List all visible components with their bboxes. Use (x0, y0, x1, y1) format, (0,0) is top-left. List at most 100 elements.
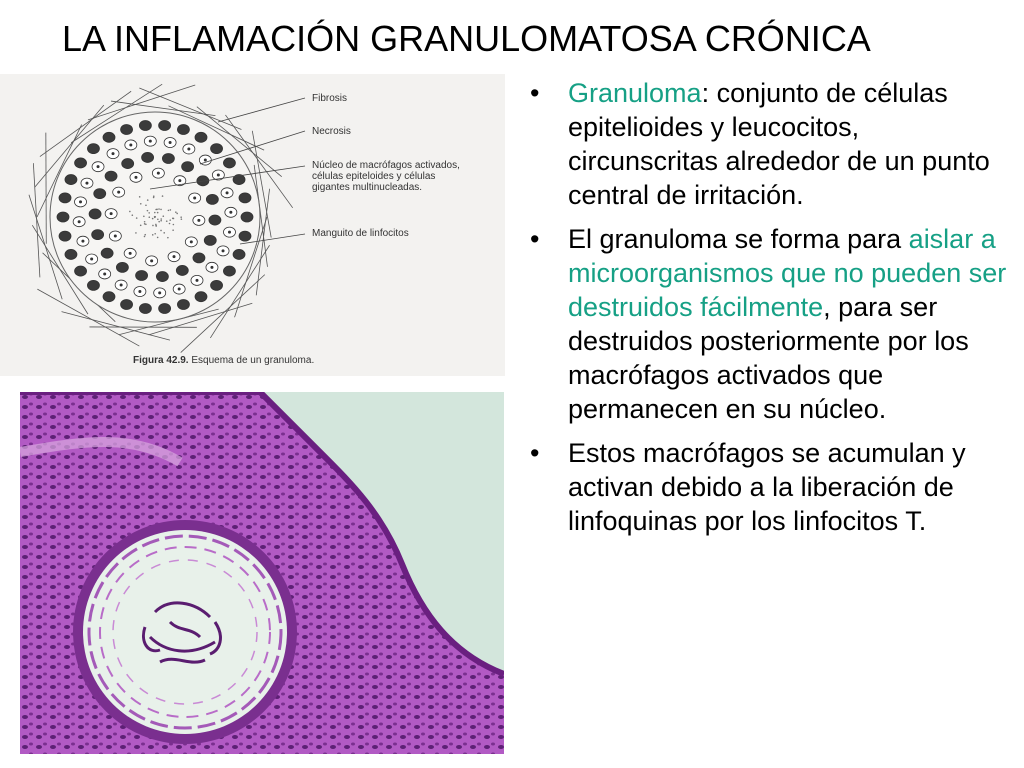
cell-nucleus (129, 143, 132, 146)
necrosis-dot (162, 195, 164, 197)
necrosis-dot (144, 234, 146, 236)
cell-nucleus (120, 284, 123, 287)
cell-shape (103, 132, 115, 142)
caption-figure-number: Figura 42.9. (133, 355, 189, 366)
cell-nucleus (210, 266, 213, 269)
cell-shape (193, 253, 205, 263)
cell-nucleus (197, 219, 200, 222)
cell-nucleus (204, 159, 207, 162)
cell-shape (87, 280, 99, 290)
cell-shape (121, 125, 133, 135)
necrosis-dot (160, 220, 162, 222)
cell-nucleus (78, 220, 81, 223)
cell-shape (162, 154, 174, 164)
cell-nucleus (117, 191, 120, 194)
bullet-marker: • (530, 222, 568, 426)
cell-shape (233, 249, 245, 259)
cell-shape (116, 262, 128, 272)
cell-nucleus (217, 174, 220, 177)
necrosis-dot (139, 196, 141, 198)
cell-nucleus (85, 182, 88, 185)
cell-shape (59, 193, 71, 203)
cell-nucleus (81, 240, 84, 243)
necrosis-dot (180, 216, 182, 218)
necrosis-dot (135, 232, 137, 234)
cell-nucleus (226, 191, 229, 194)
necrosis-dot (162, 215, 164, 217)
cell-nucleus (110, 212, 113, 215)
necrosis-dot (147, 210, 149, 212)
necrosis-dot (140, 225, 142, 227)
cell-shape (195, 292, 207, 302)
cell-shape (142, 152, 154, 162)
cell-nucleus (157, 172, 160, 175)
cell-shape (57, 212, 69, 222)
necrosis-dot (157, 219, 159, 221)
label-fibrosis: Fibrosis (312, 93, 347, 104)
label-necrosis: Necrosis (312, 126, 351, 137)
necrosis-dot (140, 203, 142, 205)
necrosis-dot (154, 212, 156, 214)
cell-nucleus (149, 140, 152, 143)
necrosis-dot (144, 236, 146, 238)
necrosis-dot (176, 213, 178, 215)
cell-shape (92, 230, 104, 240)
cell-nucleus (187, 147, 190, 150)
cell-shape (211, 280, 223, 290)
label-nucleo-line3: gigantes multinucleadas. (312, 182, 460, 193)
cell-shape (136, 270, 148, 280)
cell-shape (176, 265, 188, 275)
necrosis-dot (173, 218, 175, 220)
necrosis-dot (160, 209, 162, 211)
cell-nucleus (134, 176, 137, 179)
necrosis-dot (148, 212, 150, 214)
necrosis-dot (136, 217, 138, 219)
necrosis-dot (173, 224, 175, 226)
necrosis-dot (148, 216, 150, 218)
necrosis-dot (168, 210, 170, 212)
cell-shape (65, 249, 77, 259)
cell-shape (239, 193, 251, 203)
necrosis-dot (166, 220, 168, 222)
cell-nucleus (90, 257, 93, 260)
granuloma-diagram: Fibrosis Necrosis Núcleo de macrófagos a… (0, 74, 505, 376)
cell-shape (159, 121, 171, 131)
cell-nucleus (129, 252, 132, 255)
cell-nucleus (158, 291, 161, 294)
necrosis-dot (170, 209, 172, 211)
necrosis-dot (132, 214, 134, 216)
cell-nucleus (222, 249, 225, 252)
cell-shape (59, 231, 71, 241)
bullet-list: • Granuloma: conjunto de células epiteli… (530, 76, 1010, 548)
cell-shape (177, 125, 189, 135)
cell-shape (223, 158, 235, 168)
figure-caption: Figura 42.9. Esquema de un granuloma. (133, 355, 314, 366)
cell-nucleus (173, 255, 176, 258)
granuloma-schematic (0, 74, 505, 376)
cell-shape (139, 303, 151, 313)
necrosis-dot (155, 225, 157, 227)
necrosis-dot (145, 204, 147, 206)
label-nucleo-line2: células epiteloides y células (312, 171, 460, 182)
necrosis-dot (163, 232, 165, 234)
cell-shape (182, 162, 194, 172)
histology-micrograph (20, 392, 504, 754)
caption-text: Esquema de un granuloma. (191, 355, 314, 366)
cell-shape (103, 292, 115, 302)
necrosis-dot (157, 237, 159, 239)
necrosis-dot (145, 224, 147, 226)
necrosis-dot (152, 234, 154, 236)
cell-shape (241, 212, 253, 222)
necrosis-dot (169, 219, 171, 221)
necrosis-dot (158, 221, 160, 223)
bullet-2-pre: El granuloma se forma para (568, 224, 909, 254)
necrosis-dot (175, 211, 177, 213)
cell-shape (94, 189, 106, 199)
necrosis-dot (160, 230, 162, 232)
term-granuloma: Granuloma (568, 78, 702, 108)
slide-title: LA INFLAMACIÓN GRANULOMATOSA CRÓNICA (62, 18, 871, 60)
necrosis-dot (147, 199, 149, 201)
cell-shape (204, 235, 216, 245)
cell-nucleus (97, 165, 100, 168)
cell-shape (156, 272, 168, 282)
